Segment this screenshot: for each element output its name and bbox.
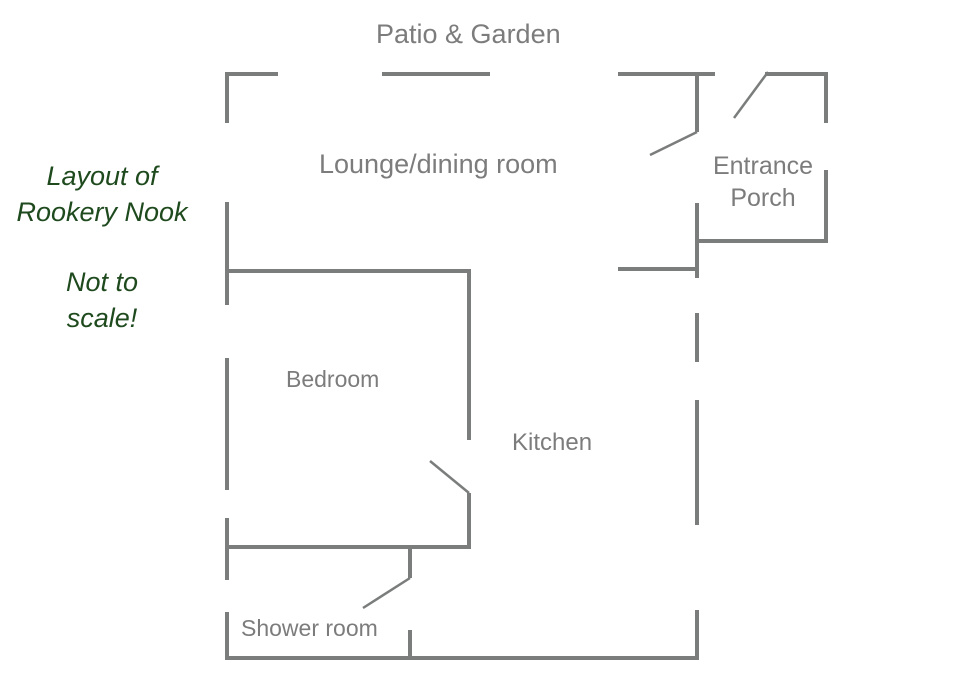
top-walls: [225, 72, 828, 132]
entrance-porch-walls: [618, 170, 828, 525]
plan-title-line1: Layout of: [46, 161, 158, 191]
plan-title: Layout of Rookery Nook: [0, 158, 204, 230]
scale-note-line2: scale!: [66, 303, 138, 333]
shower-room-walls: [225, 547, 699, 660]
scale-note-line1: Not to: [65, 267, 139, 297]
lounge-door: [649, 130, 698, 157]
scale-note: Not to scale!: [0, 264, 204, 336]
bedroom-label: Bedroom: [286, 366, 380, 392]
entrance-porch-line2: Porch: [730, 184, 796, 212]
patio-garden-label: Patio & Garden: [376, 19, 561, 49]
bedroom-door: [429, 460, 470, 494]
entrance-porch-label: Entrance Porch: [706, 150, 820, 214]
shower-room-label: Shower room: [241, 615, 378, 641]
kitchen-label: Kitchen: [512, 429, 593, 456]
bedroom-walls: [225, 202, 471, 580]
entrance-porch-line1: Entrance: [712, 152, 814, 180]
plan-title-line2: Rookery Nook: [16, 197, 188, 227]
lounge-dining-label: Lounge/dining room: [319, 149, 558, 179]
shower-door: [362, 576, 411, 610]
porch-door: [732, 71, 770, 119]
door-swings: [362, 71, 770, 610]
